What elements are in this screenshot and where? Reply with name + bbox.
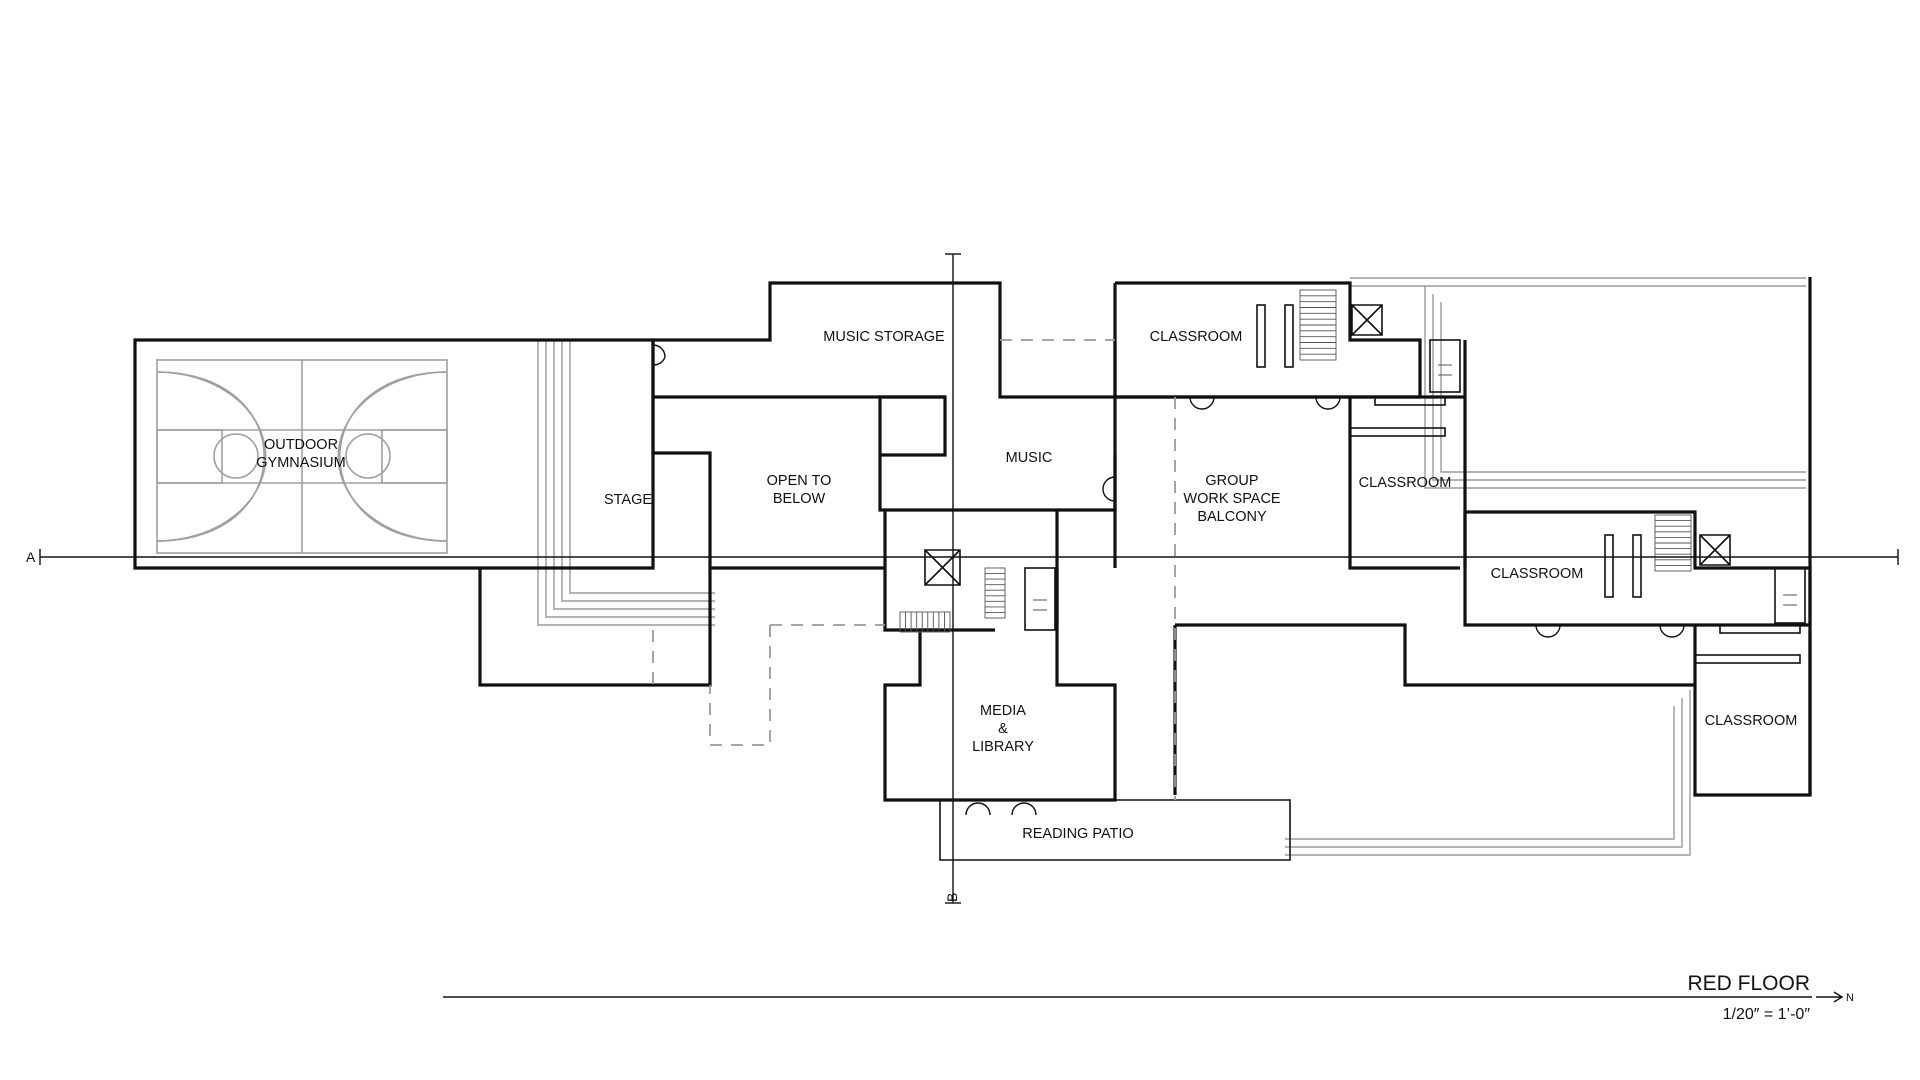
label-music-storage: MUSIC STORAGE: [823, 329, 945, 345]
label-media-library-1: MEDIA: [980, 703, 1026, 719]
elevator-shaft: [1699, 534, 1731, 566]
section-marker-a: A: [26, 549, 36, 565]
stair-flight: [984, 567, 1006, 619]
label-group-work-space-3: BALCONY: [1197, 509, 1267, 525]
doors: [652, 344, 1685, 816]
label-group-work-space-2: WORK SPACE: [1183, 491, 1281, 507]
basketball-court: [156, 359, 448, 554]
north-label: N: [1846, 992, 1854, 1004]
label-reading-patio: READING PATIO: [1022, 826, 1133, 842]
partitions: [1256, 304, 1801, 664]
plan-scale: 1/20″ = 1’-0″: [1723, 1006, 1811, 1023]
label-media-library-3: LIBRARY: [972, 739, 1034, 755]
label-music: MUSIC: [1006, 450, 1053, 466]
stair-flight: [899, 611, 951, 633]
label-classroom-4: CLASSROOM: [1705, 713, 1798, 729]
north-arrow-icon: [1816, 991, 1844, 1003]
label-open-to-below-1: OPEN TO: [767, 473, 832, 489]
section-marker-b: B: [944, 893, 960, 902]
room-labels: OUTDOOR GYMNASIUM STAGE OPEN TO BELOW MU…: [256, 329, 1797, 842]
label-outdoor-gymnasium-1: OUTDOOR: [264, 437, 338, 453]
title-block: RED FLOOR 1/20″ = 1’-0″ N: [443, 972, 1854, 1023]
plan-title: RED FLOOR: [1687, 972, 1810, 995]
label-classroom-3: CLASSROOM: [1491, 566, 1584, 582]
label-classroom-2: CLASSROOM: [1359, 475, 1452, 491]
label-outdoor-gymnasium-2: GYMNASIUM: [256, 455, 345, 471]
terrace-lines: [537, 277, 1806, 856]
elevator-shaft: [1351, 304, 1383, 336]
label-open-to-below-2: BELOW: [773, 491, 826, 507]
stairs: [899, 289, 1731, 633]
label-stage: STAGE: [604, 492, 652, 508]
restroom-fixtures: [1024, 339, 1806, 631]
label-classroom-1: CLASSROOM: [1150, 329, 1243, 345]
overhead-dashed-lines: [652, 339, 1176, 800]
section-lines: A B: [26, 253, 1899, 904]
label-media-library-2: &: [998, 721, 1008, 737]
label-group-work-space-1: GROUP: [1205, 473, 1258, 489]
elevator-shaft: [924, 549, 961, 586]
